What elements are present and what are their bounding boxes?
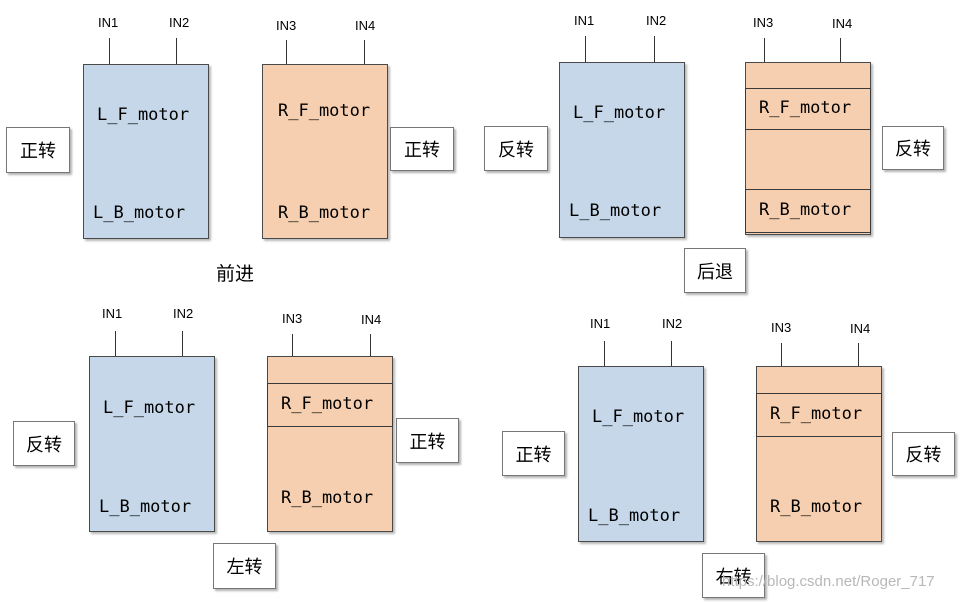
left-state-tag: 反转 (484, 126, 548, 171)
scenario-caption: 右转 (702, 553, 765, 598)
pin-in2-label: IN2 (646, 13, 667, 28)
left-state-tag: 正转 (6, 127, 70, 173)
pin-in2-lead (182, 331, 183, 356)
right-front-motor-label: R_F_motor (278, 101, 371, 121)
right-back-motor-label: R_B_motor (770, 497, 863, 517)
scenario-caption: 前进 (216, 263, 255, 285)
pin-in1-lead (604, 341, 605, 366)
right-front-motor-frame: R_F_motor (745, 88, 871, 130)
pin-in3-label: IN3 (753, 15, 774, 30)
left-front-motor-label: L_F_motor (103, 398, 196, 418)
left-motor-block: L_F_motor L_B_motor (578, 366, 704, 542)
pin-in4-lead (858, 343, 859, 366)
left-state-tag: 反转 (13, 421, 75, 466)
left-motor-block: L_F_motor L_B_motor (83, 64, 209, 239)
left-back-motor-label: L_B_motor (588, 506, 681, 526)
pin-in1-lead (585, 36, 586, 62)
pin-in1-label: IN1 (102, 306, 123, 321)
pin-in3-label: IN3 (282, 311, 303, 326)
right-front-motor-label: R_F_motor (759, 98, 852, 118)
right-back-motor-label: R_B_motor (278, 203, 371, 223)
pin-in3-lead (764, 38, 765, 62)
right-state-tag: 反转 (892, 432, 955, 476)
pin-in2-label: IN2 (173, 306, 194, 321)
left-front-motor-label: L_F_motor (573, 103, 666, 123)
pin-in4-label: IN4 (355, 18, 376, 33)
right-state-tag: 正转 (396, 418, 459, 463)
pin-in2-lead (671, 341, 672, 366)
pin-in3-label: IN3 (276, 18, 297, 33)
right-motor-block: R_F_motor R_B_motor (262, 64, 388, 239)
pin-in2-lead (176, 38, 177, 64)
pin-in1-lead (109, 38, 110, 64)
pin-in1-label: IN1 (574, 13, 595, 28)
pin-in3-lead (292, 334, 293, 356)
pin-in4-label: IN4 (361, 312, 382, 327)
right-motor-block: R_F_motor R_B_motor (267, 356, 393, 532)
right-back-motor-frame: R_B_motor (745, 189, 871, 233)
pin-in4-label: IN4 (850, 321, 871, 336)
pin-in4-label: IN4 (832, 16, 853, 31)
left-motor-block: L_F_motor L_B_motor (559, 62, 685, 238)
left-back-motor-label: L_B_motor (99, 497, 192, 517)
watermark-text: https://blog.csdn.net/Roger_717 (722, 573, 935, 590)
pin-in1-lead (115, 331, 116, 356)
right-motor-block: R_F_motor R_B_motor (745, 62, 871, 235)
right-front-motor-frame: R_F_motor (756, 393, 882, 437)
pin-in1-label: IN1 (590, 316, 611, 331)
scenario-caption: 后退 (684, 248, 746, 293)
pin-in1-label: IN1 (98, 15, 119, 30)
left-front-motor-label: L_F_motor (592, 407, 685, 427)
right-front-motor-frame: R_F_motor (267, 383, 393, 427)
right-front-motor-label: R_F_motor (281, 394, 374, 414)
pin-in3-label: IN3 (771, 320, 792, 335)
pin-in2-lead (654, 36, 655, 62)
left-motor-block: L_F_motor L_B_motor (89, 356, 215, 532)
right-back-motor-label: R_B_motor (759, 200, 852, 220)
pin-in4-lead (840, 38, 841, 62)
pin-in3-lead (286, 40, 287, 64)
right-motor-block: R_F_motor R_B_motor (756, 366, 882, 542)
scenario-caption: 左转 (213, 543, 276, 589)
left-back-motor-label: L_B_motor (569, 201, 662, 221)
right-state-tag: 正转 (390, 127, 454, 171)
pin-in2-label: IN2 (169, 15, 190, 30)
pin-in4-lead (370, 334, 371, 356)
right-front-motor-label: R_F_motor (770, 404, 863, 424)
left-back-motor-label: L_B_motor (93, 203, 186, 223)
left-front-motor-label: L_F_motor (97, 105, 190, 125)
left-state-tag: 正转 (502, 431, 565, 476)
pin-in2-label: IN2 (662, 316, 683, 331)
right-back-motor-label: R_B_motor (281, 488, 374, 508)
pin-in4-lead (364, 40, 365, 64)
pin-in3-lead (781, 343, 782, 366)
right-state-tag: 反转 (882, 126, 944, 170)
